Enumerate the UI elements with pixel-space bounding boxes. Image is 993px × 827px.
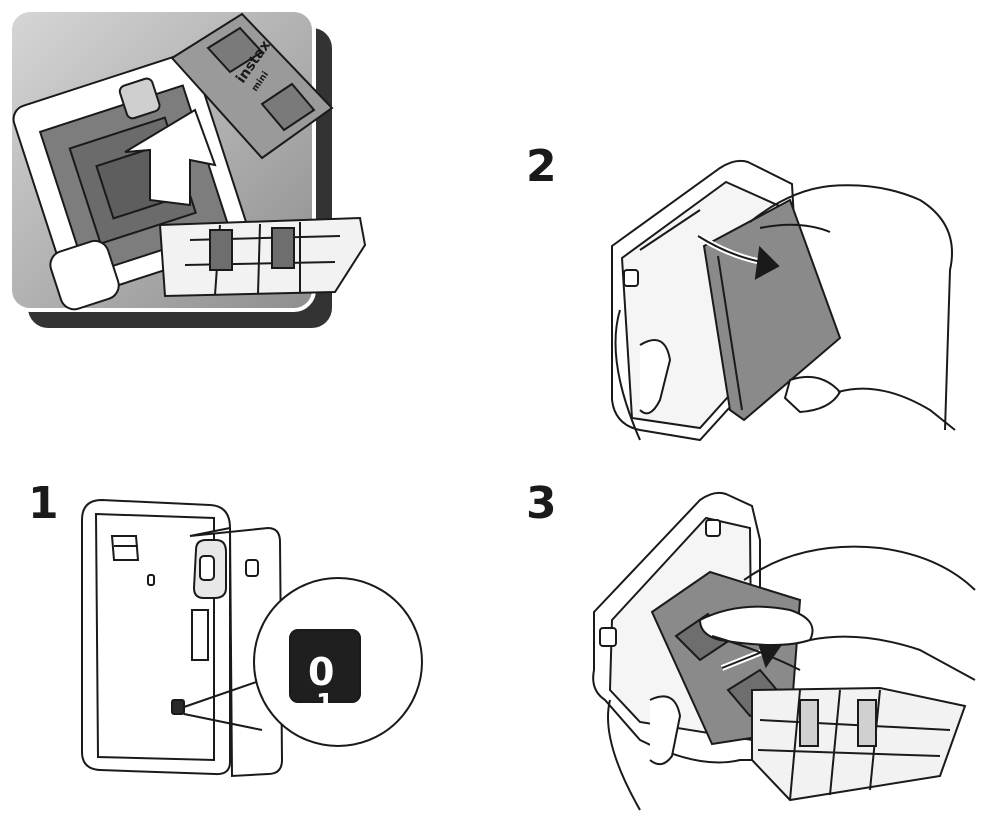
film-counter-next: 1 xyxy=(316,689,334,719)
step-number-1: 1 xyxy=(28,478,59,529)
step-1-illustration xyxy=(81,498,423,778)
overview-illustration: instax mini xyxy=(8,8,367,328)
step-2-illustration xyxy=(611,159,956,442)
film-counter-value: 0 xyxy=(308,650,334,694)
step-3-illustration xyxy=(592,491,976,811)
step-number-2: 2 xyxy=(526,141,557,192)
step-number-3: 3 xyxy=(526,478,557,529)
